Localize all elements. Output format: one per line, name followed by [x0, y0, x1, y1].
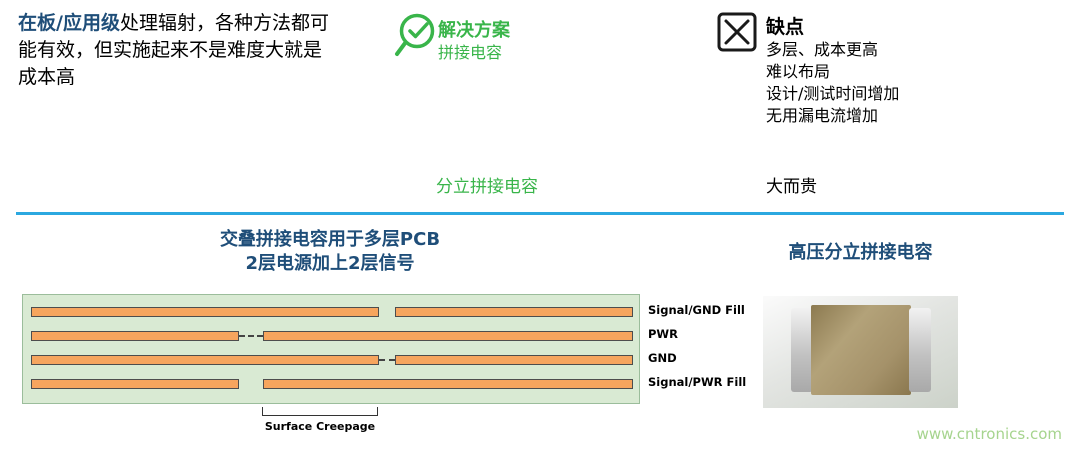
copper-bar — [31, 307, 379, 317]
pcb-diagram-title: 交叠拼接电容用于多层PCB 2层电源加上2层信号 — [30, 228, 630, 276]
copper-bar — [395, 355, 633, 365]
solution-note: 分立拼接电容 — [436, 177, 538, 197]
check-magnifier-icon — [391, 10, 441, 62]
copper-bar — [31, 355, 379, 365]
layer-label-gnd: GND — [648, 351, 677, 365]
problem-statement: 在板/应用级处理辐射，各种方法都可能有效，但实施起来不是难度大就是成本高 — [18, 10, 333, 91]
section-divider — [16, 212, 1064, 215]
problem-highlight: 在板/应用级 — [18, 12, 120, 34]
copper-bar — [31, 379, 239, 389]
cons-item: 设计/测试时间增加 — [766, 84, 900, 103]
layer-label-signal-gnd: Signal/GND Fill — [648, 303, 745, 317]
site-watermark: www.cntronics.com — [916, 425, 1062, 443]
pcb-diagram-title-line2: 2层电源加上2层信号 — [245, 253, 415, 274]
creepage-label: Surface Creepage — [264, 420, 376, 433]
x-box-icon — [716, 11, 758, 53]
capacitor-photo-title: 高压分立拼接电容 — [788, 242, 933, 263]
cons-title: 缺点 — [766, 16, 805, 38]
gap-dashed-line — [239, 335, 263, 337]
copper-bar — [263, 331, 633, 341]
cons-item: 难以布局 — [766, 62, 831, 81]
cons-note: 大而贵 — [766, 177, 817, 197]
capacitor-terminal-right — [909, 308, 931, 392]
copper-bar — [263, 379, 633, 389]
layer-label-pwr: PWR — [648, 327, 678, 341]
solution-title: 解决方案 — [438, 20, 510, 41]
cons-item: 无用漏电流增加 — [766, 106, 879, 125]
capacitor-photo — [763, 296, 958, 408]
copper-bar — [31, 331, 239, 341]
pcb-diagram-title-line1: 交叠拼接电容用于多层PCB — [219, 229, 441, 250]
solution-subtitle: 拼接电容 — [438, 43, 503, 62]
creepage-bracket — [262, 407, 378, 416]
pcb-cross-section — [22, 294, 640, 404]
copper-bar — [395, 307, 633, 317]
gap-dashed-line — [379, 359, 395, 361]
problem-rest: 处理辐射，各种方法都可能有效，但实施起来不是难度大就是成本高 — [18, 12, 329, 88]
cons-list: 多层、成本更高 难以布局 设计/测试时间增加 无用漏电流增加 — [766, 39, 899, 127]
cons-item: 多层、成本更高 — [766, 40, 879, 59]
layer-label-signal-pwr: Signal/PWR Fill — [648, 375, 747, 389]
capacitor-body — [811, 305, 911, 395]
capacitor-terminal-left — [791, 308, 813, 392]
